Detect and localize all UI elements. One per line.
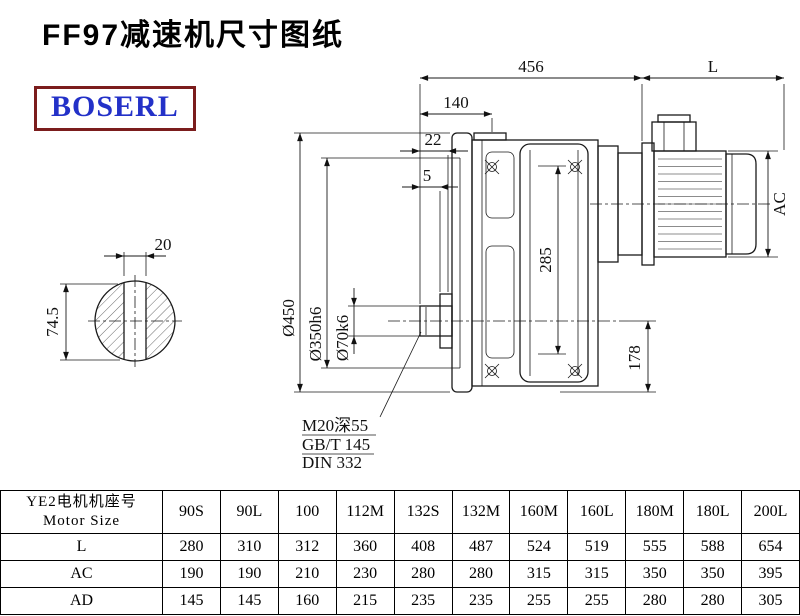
table-cell: 255 bbox=[567, 587, 627, 615]
brand-logo: BOSERL bbox=[34, 86, 196, 131]
internal-gear-large bbox=[519, 143, 589, 383]
table-cell: 145 bbox=[162, 587, 221, 615]
table-cell: 487 bbox=[451, 533, 511, 561]
table-cell: 315 bbox=[509, 560, 569, 588]
shaft-thread-note: M20深55 GB/T 145 DIN 332 bbox=[302, 331, 422, 472]
dimensions: 456 L 140 22 5 AC 285 178 bbox=[279, 57, 789, 472]
motor-size-table: YE2电机机座号 Motor Size 90S 90L 100 112M 132… bbox=[0, 490, 800, 615]
table-header-row: YE2电机机座号 Motor Size 90S 90L 100 112M 132… bbox=[0, 490, 800, 534]
dim-22-label: 22 bbox=[425, 130, 442, 149]
thread-note-line2: GB/T 145 bbox=[302, 435, 370, 454]
dim-74-label: 74.5 bbox=[43, 307, 62, 337]
dim-140-label: 140 bbox=[443, 93, 469, 112]
column-header: 132S bbox=[393, 490, 453, 534]
column-header: 180L bbox=[683, 490, 743, 534]
internal-gear-mid bbox=[485, 245, 515, 359]
motor-fins bbox=[658, 158, 722, 250]
column-header: 90L bbox=[219, 490, 279, 534]
table-cell: 145 bbox=[219, 587, 279, 615]
table-cell: 555 bbox=[625, 533, 685, 561]
table-cell: 519 bbox=[567, 533, 627, 561]
dim-178-label: 178 bbox=[625, 345, 644, 371]
table-cell: 395 bbox=[741, 560, 800, 588]
table-cell: 235 bbox=[451, 587, 511, 615]
table-cell: 310 bbox=[219, 533, 279, 561]
table-cell: 588 bbox=[683, 533, 743, 561]
motor-size-header: YE2电机机座号 Motor Size bbox=[0, 490, 163, 534]
output-flange bbox=[451, 132, 473, 393]
table-cell: 210 bbox=[277, 560, 337, 588]
terminal-box bbox=[651, 121, 697, 152]
dim-keyway-width: 20 bbox=[104, 235, 172, 276]
dim-key-height: 74.5 bbox=[43, 283, 120, 361]
table-row-AD: AD 145 145 160 215 235 235 255 255 280 2… bbox=[0, 587, 800, 615]
dimension-drawing: 20 74.5 bbox=[43, 57, 789, 472]
table-cell: 215 bbox=[335, 587, 395, 615]
shaft-centerlines bbox=[88, 275, 182, 367]
motor-size-header-cn: YE2电机机座号 bbox=[26, 494, 137, 510]
table-cell: 280 bbox=[393, 560, 453, 588]
column-header: 100 bbox=[277, 490, 337, 534]
table-row-L: L 280 310 312 360 408 487 524 519 555 58… bbox=[0, 533, 800, 561]
column-header: 90S bbox=[162, 490, 221, 534]
column-header: 200L bbox=[741, 490, 800, 534]
table-cell: 360 bbox=[335, 533, 395, 561]
dim-dia350-label: Ø350h6 bbox=[306, 307, 325, 362]
fan-cover bbox=[725, 153, 757, 255]
table-cell: 255 bbox=[509, 587, 569, 615]
table-cell: 312 bbox=[277, 533, 337, 561]
table-cell: 315 bbox=[567, 560, 627, 588]
thread-note-line3: DIN 332 bbox=[302, 453, 362, 472]
table-cell: 190 bbox=[219, 560, 279, 588]
motor-size-header-en: Motor Size bbox=[42, 513, 121, 529]
shaft-end-view: 20 74.5 bbox=[43, 235, 182, 367]
housing-top-step bbox=[473, 132, 507, 141]
gear-unit-view bbox=[388, 114, 772, 393]
column-header: 180M bbox=[625, 490, 685, 534]
motor bbox=[590, 114, 772, 266]
table-cell: 160 bbox=[277, 587, 337, 615]
dim-20-label: 20 bbox=[155, 235, 172, 254]
column-header: 160M bbox=[509, 490, 569, 534]
table-cell: 280 bbox=[683, 587, 743, 615]
page-title: FF97减速机尺寸图纸 bbox=[42, 19, 345, 52]
terminal-box-lid bbox=[657, 114, 691, 123]
dim-285-label: 285 bbox=[536, 247, 555, 273]
row-label: AD bbox=[0, 587, 163, 615]
dim-dia70-label: Ø70k6 bbox=[333, 315, 352, 361]
table-cell: 280 bbox=[162, 533, 221, 561]
table-cell: 230 bbox=[335, 560, 395, 588]
table-cell: 408 bbox=[393, 533, 453, 561]
gearbox-housing bbox=[471, 139, 599, 387]
thread-note-line1: M20深55 bbox=[302, 416, 368, 435]
dim-AC-label: AC bbox=[770, 192, 789, 216]
dim-L-label: L bbox=[708, 57, 718, 76]
row-label: AC bbox=[0, 560, 163, 588]
table-cell: 350 bbox=[683, 560, 743, 588]
table-cell: 305 bbox=[741, 587, 800, 615]
dim-dia450-label: Ø450 bbox=[279, 299, 298, 337]
column-header: 112M bbox=[335, 490, 395, 534]
table-row-AC: AC 190 190 210 230 280 280 315 315 350 3… bbox=[0, 560, 800, 588]
bolt-symbols bbox=[484, 159, 583, 379]
table-cell: 350 bbox=[625, 560, 685, 588]
dim-456-label: 456 bbox=[518, 57, 544, 76]
internal-gear-small bbox=[485, 151, 515, 219]
table-cell: 235 bbox=[393, 587, 453, 615]
table-cell: 280 bbox=[625, 587, 685, 615]
column-header: 132M bbox=[451, 490, 511, 534]
table-cell: 654 bbox=[741, 533, 800, 561]
table-cell: 280 bbox=[451, 560, 511, 588]
dim-5-label: 5 bbox=[423, 166, 432, 185]
row-label: L bbox=[0, 533, 163, 561]
table-cell: 190 bbox=[162, 560, 221, 588]
table-cell: 524 bbox=[509, 533, 569, 561]
column-header: 160L bbox=[567, 490, 627, 534]
